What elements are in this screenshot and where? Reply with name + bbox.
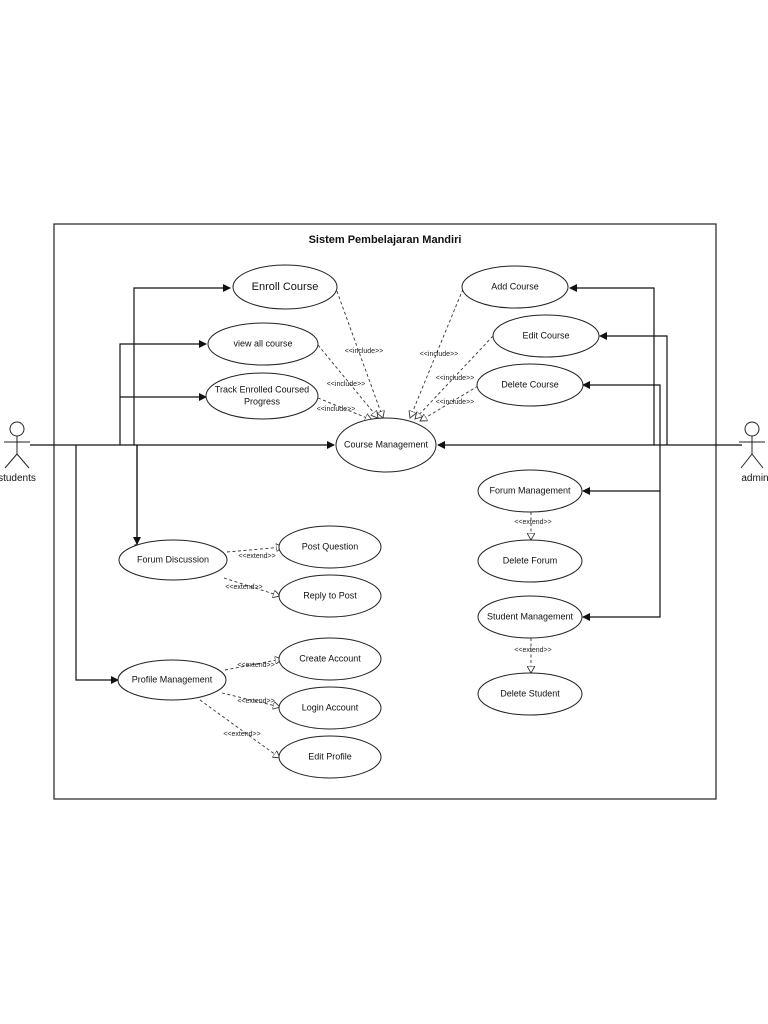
use-case-delete-forum[interactable]: Delete Forum	[477, 539, 583, 583]
use-case-view-all-course[interactable]: view all course	[207, 322, 319, 366]
actor-admin[interactable]: admin	[739, 421, 768, 484]
use-case-track-progress-label-2: Progress	[244, 396, 281, 406]
use-case-create-account-label: Create Account	[299, 653, 361, 663]
use-case-edit-profile[interactable]: Edit Profile	[278, 735, 382, 779]
use-case-login-account[interactable]: Login Account	[278, 686, 382, 730]
include-label: <<include>>	[317, 406, 356, 413]
actor-admin-label: admin	[741, 473, 768, 484]
use-case-forum-management[interactable]: Forum Management	[477, 469, 583, 513]
use-case-delete-course[interactable]: Delete Course	[476, 363, 584, 407]
use-case-view-all-course-label: view all course	[233, 338, 292, 348]
include-label: <<include>>	[327, 381, 366, 388]
use-case-edit-profile-label: Edit Profile	[308, 751, 352, 761]
extend-label: <<extend>>	[237, 662, 274, 669]
use-case-student-management-label: Student Management	[487, 611, 574, 621]
extend-label: <<extend>>	[238, 553, 275, 560]
use-case-delete-forum-label: Delete Forum	[503, 555, 558, 565]
use-case-course-management[interactable]: Course Management	[335, 417, 437, 473]
use-case-course-management-label: Course Management	[344, 439, 429, 449]
extend-label: <<extend>>	[514, 519, 551, 526]
admin-associations	[437, 284, 742, 621]
extend-label: <<extend>>	[514, 647, 551, 654]
actor-students-label: students	[0, 473, 36, 484]
system-title: Sistem Pembelajaran Mandiri	[309, 234, 462, 246]
use-case-create-account[interactable]: Create Account	[278, 637, 382, 681]
include-label: <<include>>	[345, 348, 384, 355]
include-label: <<include>>	[420, 351, 459, 358]
use-case-track-progress[interactable]: Track Enrolled Coursed Progress	[205, 372, 319, 420]
use-case-forum-discussion-label: Forum Discussion	[137, 554, 209, 564]
use-case-login-account-label: Login Account	[302, 702, 359, 712]
use-case-enroll-course-label: Enroll Course	[252, 281, 319, 293]
use-case-add-course[interactable]: Add Course	[461, 265, 569, 309]
extend-label: <<extend>>	[223, 731, 260, 738]
use-case-reply-to-post[interactable]: Reply to Post	[278, 574, 382, 618]
use-case-add-course-label: Add Course	[491, 281, 539, 291]
use-case-delete-student-label: Delete Student	[500, 688, 560, 698]
use-case-forum-discussion[interactable]: Forum Discussion	[118, 539, 228, 581]
include-label: <<include>>	[436, 399, 475, 406]
include-label: <<include>>	[436, 375, 475, 382]
use-case-forum-management-label: Forum Management	[489, 485, 571, 495]
use-case-delete-course-label: Delete Course	[501, 379, 559, 389]
use-case-post-question-label: Post Question	[302, 541, 359, 551]
extend-label: <<extend>>	[237, 698, 274, 705]
use-case-enroll-course[interactable]: Enroll Course	[232, 264, 338, 310]
use-case-edit-course-label: Edit Course	[522, 330, 569, 340]
use-case-student-management[interactable]: Student Management	[477, 595, 583, 639]
use-case-profile-management[interactable]: Profile Management	[117, 659, 227, 701]
extend-label: <<extend>>	[225, 584, 262, 591]
use-case-post-question[interactable]: Post Question	[278, 525, 382, 569]
use-case-reply-to-post-label: Reply to Post	[303, 590, 357, 600]
system-boundary	[53, 223, 717, 800]
actor-students[interactable]: students	[0, 421, 36, 484]
use-case-delete-student[interactable]: Delete Student	[477, 672, 583, 716]
use-case-edit-course[interactable]: Edit Course	[492, 314, 600, 358]
use-case-profile-management-label: Profile Management	[132, 674, 213, 684]
use-case-track-progress-label: Track Enrolled Coursed	[215, 384, 309, 394]
include-relationships	[317, 285, 494, 421]
extend-relationships	[199, 512, 531, 758]
